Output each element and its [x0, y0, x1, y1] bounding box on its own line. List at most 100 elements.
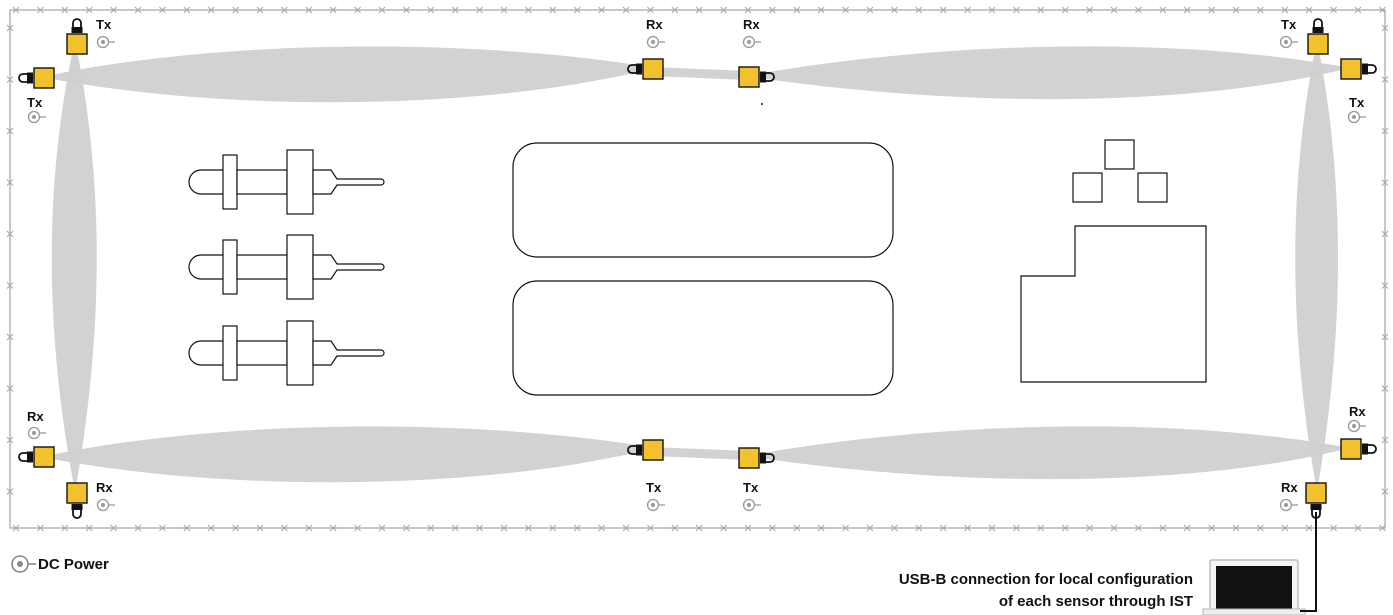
label-tx-top-left: Tx	[96, 17, 112, 32]
sensors	[18, 18, 1377, 519]
fence-post-mark	[207, 524, 215, 532]
fence-post-mark	[695, 6, 703, 14]
sensor-top-mid-left	[627, 58, 664, 80]
fence-post-mark	[6, 230, 14, 238]
fence-post-mark	[939, 6, 947, 14]
fence-post-mark	[1135, 6, 1142, 14]
fence-post-mark	[1381, 282, 1389, 289]
fence-post-mark	[6, 488, 14, 495]
label-rx-top-mid-right: Rx	[743, 17, 760, 32]
sensor-top-left-horizontal	[18, 67, 55, 89]
fence-post-mark	[525, 524, 532, 532]
fence-post-mark	[1183, 6, 1191, 14]
fence-post-mark	[427, 6, 435, 14]
laptop-icon	[1202, 559, 1306, 615]
fence-post-mark	[6, 385, 14, 392]
label-rx-bottom-left: Rx	[96, 480, 113, 495]
fence-post-mark	[1354, 524, 1362, 532]
fence-post-mark	[183, 524, 191, 532]
fence-post-mark	[1061, 6, 1069, 14]
fence-post-mark	[769, 524, 776, 532]
label-tx-bottom-mid-left: Tx	[646, 480, 662, 495]
label-rx-top-mid-left: Rx	[646, 17, 663, 32]
fence-post-mark	[549, 524, 557, 532]
fence-post-mark	[1379, 6, 1386, 14]
label-rx-left-bottom: Rx	[27, 409, 44, 424]
right-structure	[1020, 139, 1207, 383]
dc-icon	[1347, 419, 1367, 433]
fence-post-mark	[232, 6, 239, 14]
dc-power-legend: DC Power	[11, 555, 109, 573]
fence-post-mark	[110, 6, 117, 14]
fence-post-mark	[1381, 127, 1389, 135]
fence-post-mark	[378, 6, 386, 14]
sensor-top-mid-right	[738, 66, 775, 88]
fence-post-mark	[1330, 6, 1337, 14]
fence-post-mark	[1381, 24, 1389, 32]
fence-post-mark	[1381, 436, 1389, 444]
fence-post-mark	[964, 6, 971, 14]
fence-post-mark	[1159, 524, 1167, 532]
display-panel-bottom	[512, 280, 894, 396]
fence-post-mark	[354, 524, 361, 532]
fence-post-mark	[1061, 524, 1069, 532]
fence-post-mark	[1354, 6, 1362, 14]
fence-post-mark	[1281, 6, 1289, 14]
small-box-right	[1137, 172, 1168, 203]
beam-top-mid	[650, 67, 750, 80]
fence-post-mark	[1381, 488, 1389, 495]
fence-post-mark	[61, 524, 69, 532]
fence-post-mark	[476, 524, 483, 532]
fence-post-mark	[85, 6, 93, 14]
fence-post-mark	[549, 6, 557, 14]
fence-post-mark	[744, 6, 752, 14]
fence-post-mark	[329, 6, 337, 14]
fence-post-mark	[988, 6, 996, 14]
fence-post-mark	[1257, 6, 1264, 14]
fence-post-mark	[1159, 6, 1167, 14]
fence-post-mark	[1381, 385, 1389, 392]
switch-3	[188, 320, 385, 386]
fence-post-mark	[817, 524, 825, 532]
usb-callout: USB-B connection for local configuration…	[899, 512, 1317, 615]
fence-post-mark	[1086, 6, 1093, 14]
fence-post-mark	[1208, 524, 1215, 532]
fence-post-mark	[1110, 6, 1118, 14]
fence-post-mark	[1281, 524, 1289, 532]
fence-post-mark	[6, 333, 14, 341]
fence-post-mark	[37, 524, 44, 532]
fence-post-mark	[964, 524, 971, 532]
fence-post-mark	[159, 524, 166, 532]
fence-post-mark	[134, 6, 142, 14]
fence-post-mark	[85, 524, 93, 532]
sensor-bottom-mid-right	[738, 447, 775, 469]
fence-post-mark	[256, 524, 264, 532]
small-box-left	[1072, 172, 1103, 203]
dc-icon	[27, 110, 47, 124]
sensor-bottom-right-horizontal	[1340, 438, 1377, 460]
fence-post-mark	[817, 6, 825, 14]
fence-post-mark	[1208, 6, 1215, 14]
fence-post-mark	[866, 6, 874, 14]
beam-bottom-left	[42, 426, 655, 483]
sensor-top-left-vertical	[66, 18, 88, 55]
fence-post-mark	[1381, 179, 1389, 186]
dc-icon	[1279, 498, 1299, 512]
fence-post-marks	[6, 6, 1389, 532]
fence-post-mark	[671, 6, 679, 14]
fence-post-mark	[1381, 76, 1389, 83]
fence-post-mark	[329, 524, 337, 532]
fence-post-mark	[891, 524, 898, 532]
fence-post-mark	[6, 436, 14, 444]
fence-post-mark	[1381, 333, 1389, 341]
dc-icon	[646, 498, 666, 512]
fence-post-mark	[6, 127, 14, 135]
fence-post-mark	[61, 6, 69, 14]
dc-power-label: DC Power	[38, 556, 109, 573]
fence-post-mark	[12, 6, 20, 14]
small-box-top	[1104, 139, 1135, 170]
fence-post-mark	[354, 6, 361, 14]
fence-post-mark	[1330, 524, 1337, 532]
dc-icon	[96, 35, 116, 49]
usb-caption-line1: USB-B connection for local configuration	[899, 571, 1193, 588]
